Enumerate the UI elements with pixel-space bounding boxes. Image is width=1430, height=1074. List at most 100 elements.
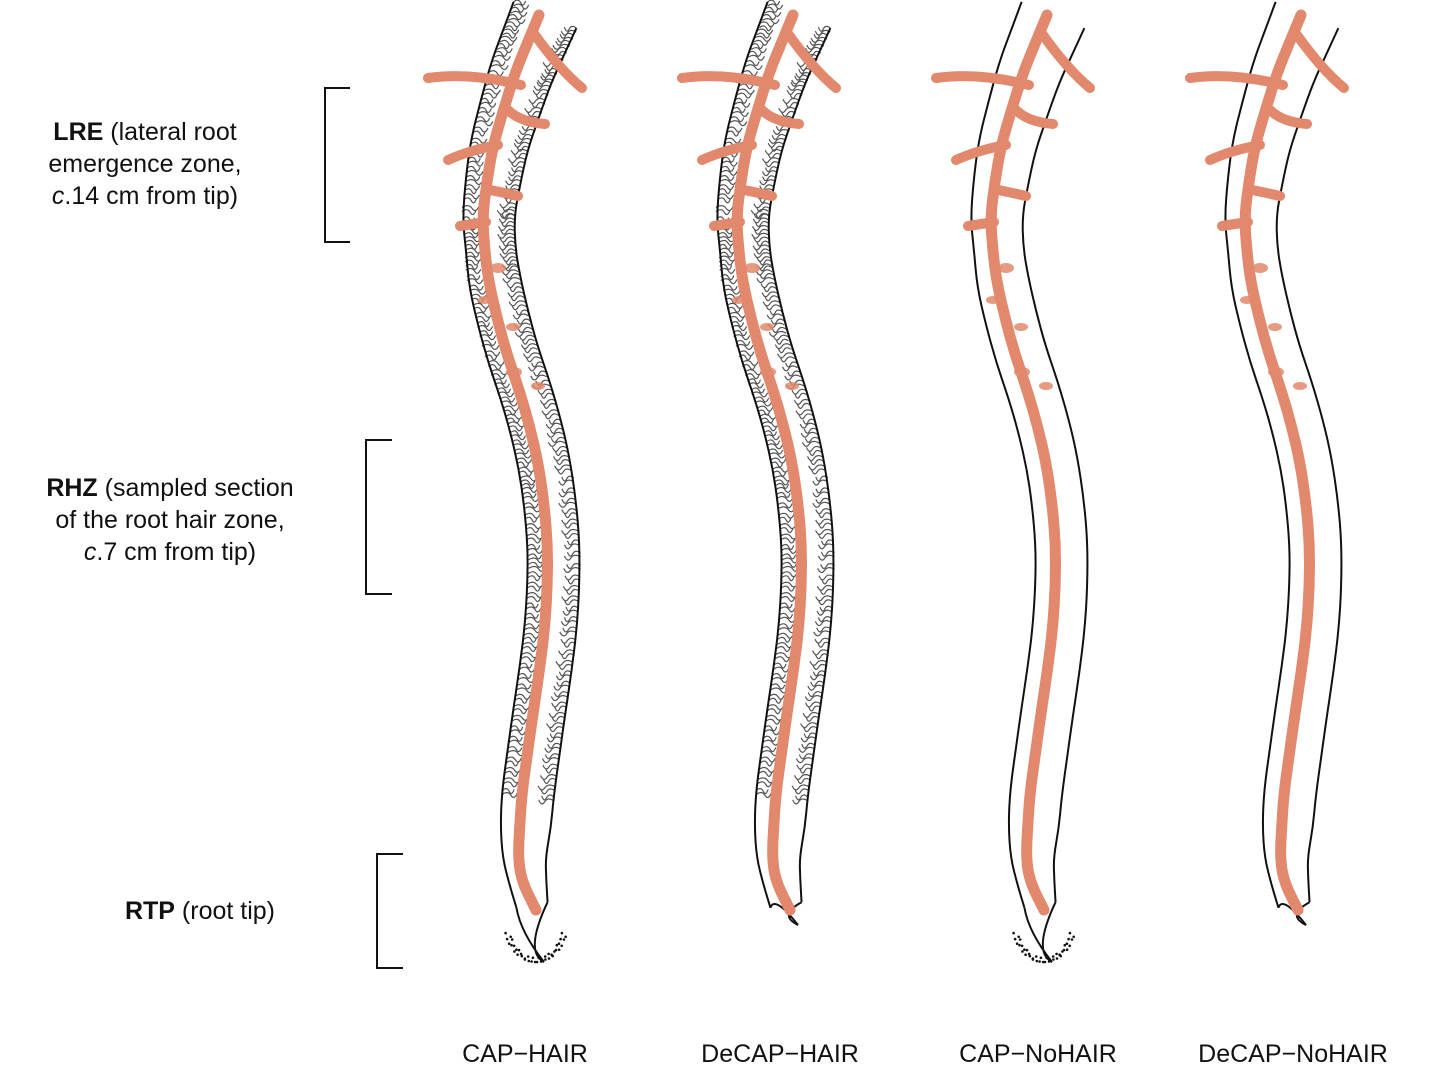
hair <box>523 496 539 501</box>
hair <box>545 747 561 752</box>
lateral-root <box>936 76 1029 85</box>
hair <box>818 555 834 560</box>
rhz-abbr: RHZ <box>46 474 97 502</box>
hair <box>526 617 542 622</box>
cap-dot <box>1067 938 1070 941</box>
cap-dot <box>1012 932 1015 935</box>
cap-dot <box>1048 960 1051 963</box>
hair <box>506 180 522 185</box>
hair <box>511 11 527 16</box>
hair <box>551 696 568 701</box>
cap-dot <box>556 944 559 947</box>
cap-dot <box>1016 942 1019 945</box>
primordium <box>1240 296 1254 304</box>
cap-dot <box>1026 949 1029 952</box>
hair <box>802 441 819 446</box>
lateral-root <box>682 76 775 85</box>
hair <box>818 568 835 573</box>
cap-dot <box>540 960 543 963</box>
cap-dot <box>1036 960 1039 963</box>
primordium <box>744 263 760 273</box>
primordium <box>1268 367 1284 377</box>
hair <box>502 793 517 798</box>
lateral-root <box>490 190 518 196</box>
hair <box>565 544 580 549</box>
cap-dot <box>516 953 519 956</box>
primordium <box>490 263 506 273</box>
hair <box>814 631 831 636</box>
rhz-bracket <box>366 440 392 594</box>
cap-dot <box>537 957 540 960</box>
lateral-root <box>535 35 582 88</box>
hair <box>801 432 817 437</box>
hair <box>547 432 563 437</box>
hair <box>476 121 493 126</box>
hair <box>730 121 747 126</box>
hair <box>466 180 483 185</box>
hair <box>467 170 483 175</box>
lateral-root <box>744 190 772 196</box>
rhz-line3-italic: c <box>84 538 97 566</box>
cap-dot <box>518 949 521 952</box>
cap-dot <box>521 955 524 958</box>
cap-dot <box>508 942 511 945</box>
primordium <box>478 296 492 304</box>
hair <box>524 507 541 512</box>
cap-dot <box>551 955 554 958</box>
cap-dot <box>520 953 523 956</box>
hair <box>819 544 834 549</box>
primordium <box>1014 323 1028 331</box>
hair <box>765 11 781 16</box>
hair <box>768 4 783 9</box>
lre-bracket <box>325 88 350 242</box>
cap-dot <box>510 944 513 947</box>
primordium <box>506 367 522 377</box>
cap-dot <box>1069 932 1072 935</box>
hair <box>783 366 798 371</box>
lateral-root <box>460 222 486 226</box>
cap-dot <box>1035 955 1038 958</box>
hair <box>735 102 750 107</box>
hair <box>745 65 762 70</box>
cap-dot <box>1040 957 1043 960</box>
hair <box>813 502 830 507</box>
primordium <box>506 323 520 331</box>
rtp-line1: (root tip) <box>175 897 275 925</box>
hair <box>503 278 520 283</box>
hair <box>481 102 496 107</box>
lateral-root <box>1043 35 1090 88</box>
hair <box>564 555 580 560</box>
hair <box>564 568 581 573</box>
cap-dot <box>528 960 531 963</box>
cap-dot <box>559 938 562 941</box>
hair <box>778 507 795 512</box>
treatment-label-1: CAP−HAIR <box>405 1040 645 1069</box>
primordium <box>986 296 1000 304</box>
cap-dot <box>555 949 558 952</box>
hair <box>522 487 537 492</box>
cap-dot <box>558 942 561 945</box>
hair <box>514 4 529 9</box>
hair <box>720 180 737 185</box>
hair <box>799 747 815 752</box>
hair <box>813 492 829 497</box>
hair <box>528 548 543 553</box>
cap-dot <box>527 955 530 958</box>
lre-line3-italic: c <box>52 182 65 210</box>
hair <box>559 502 576 507</box>
lateral-roots <box>936 35 1090 226</box>
hair <box>721 170 737 175</box>
cap-dot <box>1032 957 1035 960</box>
lateral-roots <box>682 35 836 226</box>
hair <box>805 696 822 701</box>
root-2 <box>682 0 836 925</box>
lateral-root <box>428 76 521 85</box>
lateral-root <box>968 222 994 226</box>
primordium <box>1252 263 1268 273</box>
lateral-root <box>789 35 836 88</box>
hair <box>548 441 565 446</box>
primordium <box>1014 367 1030 377</box>
hair <box>511 730 526 735</box>
cap-dot <box>1028 953 1031 956</box>
cap-dot <box>1066 942 1069 945</box>
